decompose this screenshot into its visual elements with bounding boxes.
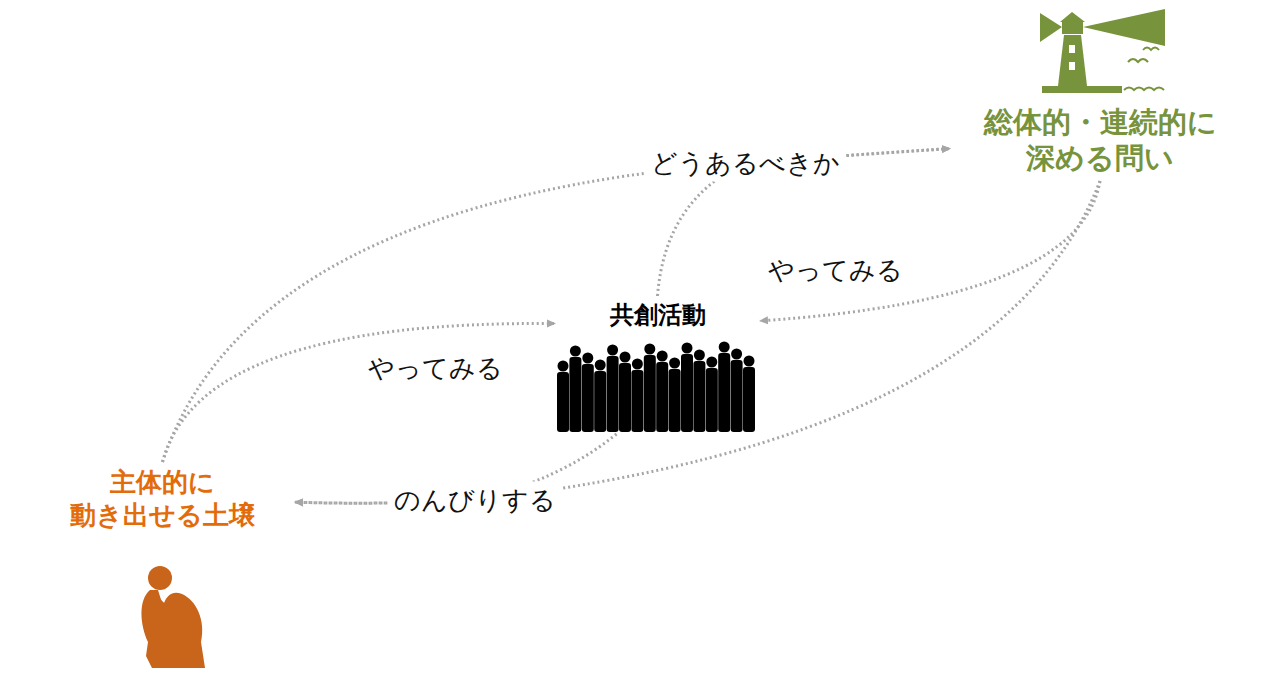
person-body bbox=[706, 368, 718, 432]
person-head bbox=[744, 356, 755, 367]
birds bbox=[1128, 48, 1159, 63]
thinker-body bbox=[142, 590, 206, 668]
person-head bbox=[694, 350, 705, 361]
person-head bbox=[607, 345, 618, 356]
dotted-connector bbox=[760, 181, 1100, 321]
person-head bbox=[582, 353, 593, 364]
ground-node: 主体的に 動き出せる土壌 bbox=[30, 462, 295, 535]
person-body bbox=[619, 363, 631, 432]
person-head bbox=[558, 361, 569, 372]
lighthouse-tower bbox=[1058, 35, 1087, 86]
person-head bbox=[719, 342, 730, 353]
activity-node: 共創活動 bbox=[555, 296, 760, 434]
light-beam bbox=[1083, 9, 1165, 46]
lighthouse-icon bbox=[1040, 9, 1165, 93]
person-body bbox=[582, 364, 594, 432]
person-body bbox=[594, 371, 606, 432]
person-body bbox=[631, 370, 643, 432]
person-body bbox=[656, 362, 668, 432]
dotted-connector bbox=[163, 324, 556, 462]
dotted-connector bbox=[295, 181, 1100, 503]
person-body bbox=[693, 361, 705, 432]
thinker-head bbox=[148, 566, 172, 590]
person-head bbox=[620, 352, 631, 363]
concept-title: 共創活動 bbox=[561, 300, 754, 330]
person-head bbox=[669, 358, 680, 369]
waves bbox=[1124, 88, 1164, 91]
crowd-silhouette bbox=[557, 342, 755, 433]
concept-title: 総体的・連続的に 深める問い bbox=[956, 104, 1244, 177]
person-head bbox=[731, 349, 742, 360]
person-head bbox=[595, 360, 606, 371]
person-body bbox=[681, 354, 693, 432]
tower-window bbox=[1069, 62, 1075, 70]
edge-label: どうあるべきか bbox=[645, 145, 846, 182]
person-body bbox=[669, 369, 681, 432]
dotted-connector bbox=[163, 149, 951, 462]
lamp-room bbox=[1062, 22, 1083, 34]
thinker-arm bbox=[150, 590, 170, 612]
person-head bbox=[706, 357, 717, 368]
lighthouse-base bbox=[1042, 86, 1122, 93]
person-body bbox=[718, 353, 730, 432]
tower-window bbox=[1069, 45, 1075, 53]
lighthouse-roof bbox=[1060, 12, 1085, 22]
person-head bbox=[682, 343, 693, 354]
person-body bbox=[644, 355, 656, 432]
person-body bbox=[557, 372, 569, 432]
person-body bbox=[731, 360, 743, 432]
question-node: 総体的・連続的に 深める問い bbox=[950, 100, 1250, 181]
edge-label: やってみる bbox=[762, 252, 909, 289]
concept-title: 主体的に 動き出せる土壌 bbox=[36, 466, 289, 531]
light-beam bbox=[1040, 13, 1062, 42]
person-body bbox=[743, 367, 755, 432]
person-head bbox=[644, 344, 655, 355]
person-head bbox=[657, 351, 668, 362]
person-body bbox=[569, 357, 581, 432]
person-body bbox=[607, 356, 619, 432]
edge-label: やってみる bbox=[362, 350, 509, 387]
person-head bbox=[570, 346, 581, 357]
thinker-silhouette bbox=[142, 566, 206, 668]
person-head bbox=[632, 359, 643, 370]
edge-label: のんびりする bbox=[388, 482, 562, 519]
